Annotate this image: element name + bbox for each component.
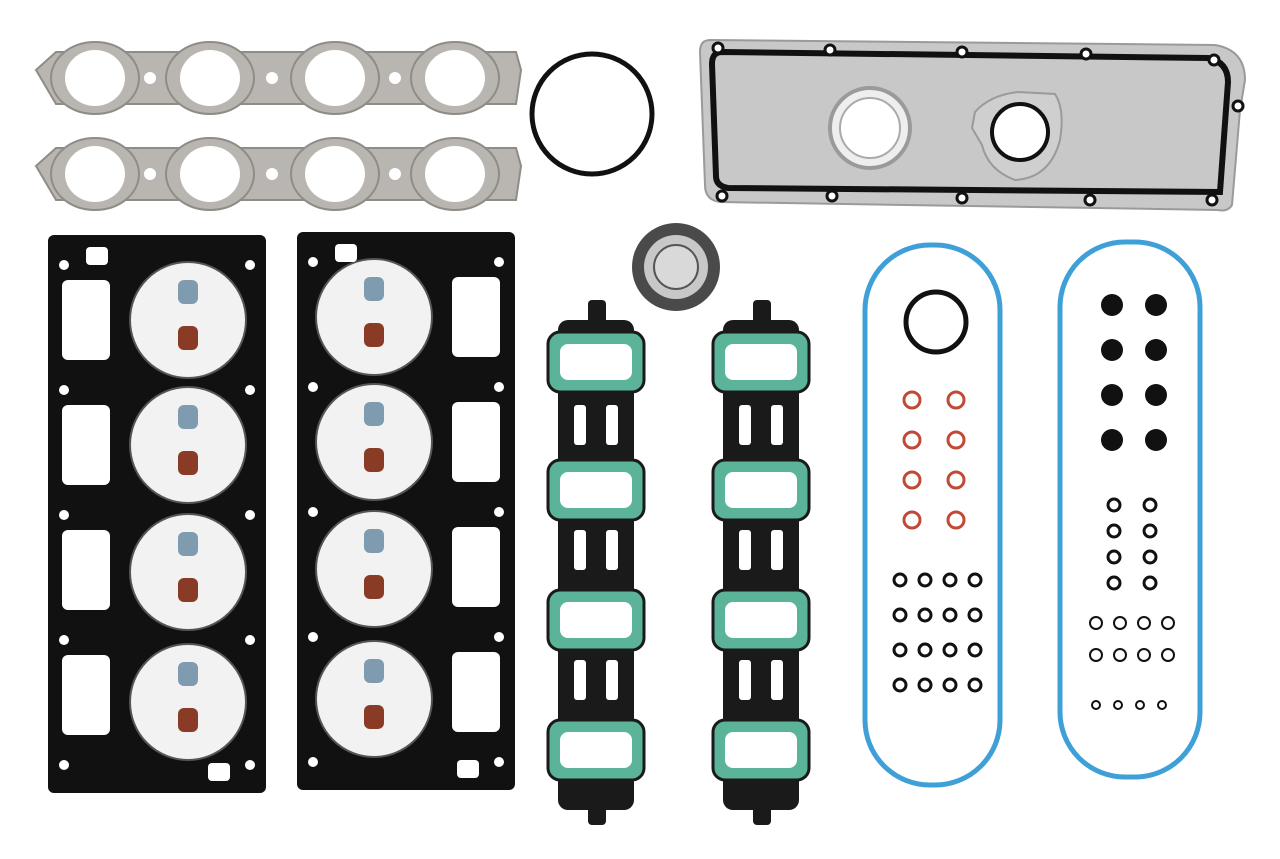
exhaust-manifold-gaskets bbox=[34, 41, 523, 211]
throttle-body-o-ring bbox=[529, 51, 655, 177]
valve-cover-gasket-right bbox=[1057, 239, 1203, 780]
exhaust-manifold-gasket bbox=[34, 41, 523, 115]
rear-main-seal bbox=[632, 223, 720, 311]
cylinder-head-gasket bbox=[297, 232, 515, 790]
valley-cover-gasket bbox=[698, 38, 1247, 212]
cylinder-head-gaskets bbox=[48, 232, 515, 793]
intake-manifold-gasket bbox=[546, 300, 646, 825]
valve-cover-gasket-left bbox=[862, 242, 1003, 788]
intake-manifold-gasket bbox=[711, 300, 811, 825]
intake-manifold-gaskets bbox=[546, 300, 811, 825]
cylinder-head-gasket bbox=[48, 235, 266, 793]
exhaust-manifold-gasket bbox=[34, 137, 523, 211]
